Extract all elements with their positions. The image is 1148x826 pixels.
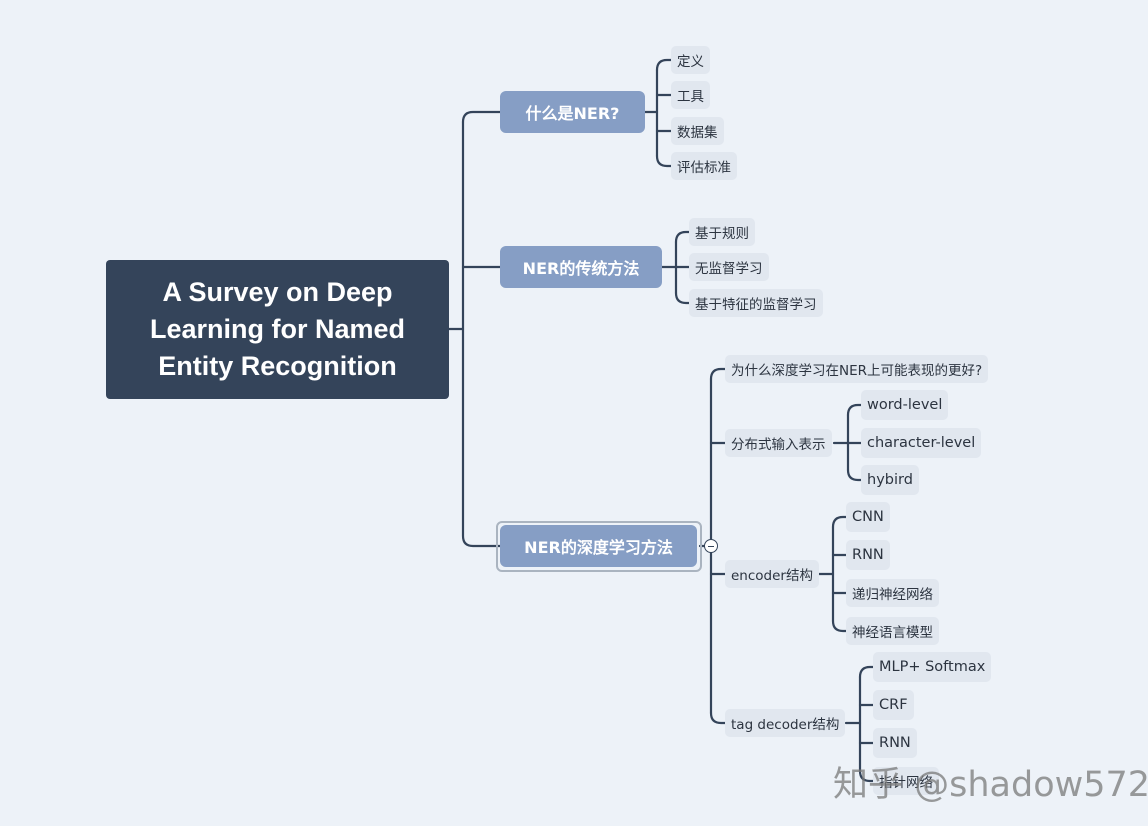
collapse-toggle-icon[interactable]: [704, 539, 718, 553]
leaf-rnn-decoder[interactable]: RNN: [873, 728, 917, 758]
branch-deep-learning-methods[interactable]: NER的深度学习方法: [500, 525, 697, 567]
leaf-rule-based[interactable]: 基于规则: [689, 218, 755, 246]
watermark: 知乎 @shadow572: [833, 765, 1148, 805]
leaf-datasets[interactable]: 数据集: [671, 117, 724, 145]
leaf-feature-supervised[interactable]: 基于特征的监督学习: [689, 289, 823, 317]
leaf-crf[interactable]: CRF: [873, 690, 914, 720]
leaf-definition[interactable]: 定义: [671, 46, 710, 74]
branch-traditional-methods[interactable]: NER的传统方法: [500, 246, 662, 288]
leaf-recursive-nn[interactable]: 递归神经网络: [846, 579, 939, 607]
leaf-unsupervised[interactable]: 无监督学习: [689, 253, 769, 281]
leaf-word-level[interactable]: word-level: [861, 390, 949, 420]
selection-frame: [496, 521, 702, 572]
branch-what-is-ner[interactable]: 什么是NER?: [500, 91, 645, 133]
subtopic-distributed-input[interactable]: 分布式输入表示: [725, 429, 832, 457]
subtopic-tag-decoder[interactable]: tag decoder结构: [725, 709, 846, 737]
leaf-mlp-softmax[interactable]: MLP+ Softmax: [873, 652, 992, 682]
leaf-cnn[interactable]: CNN: [846, 502, 890, 532]
leaf-rnn-encoder[interactable]: RNN: [846, 540, 890, 570]
leaf-character-level[interactable]: character-level: [861, 428, 982, 458]
leaf-tools[interactable]: 工具: [671, 81, 710, 109]
leaf-hybird[interactable]: hybird: [861, 465, 919, 495]
subtopic-why-deep-learning[interactable]: 为什么深度学习在NER上可能表现的更好?: [725, 355, 989, 383]
leaf-pointer-network[interactable]: 指针网络: [873, 767, 939, 795]
subtopic-encoder[interactable]: encoder结构: [725, 560, 819, 588]
leaf-neural-lm[interactable]: 神经语言模型: [846, 617, 939, 645]
root-topic[interactable]: A Survey on Deep Learning for Named Enti…: [106, 260, 449, 399]
leaf-evaluation[interactable]: 评估标准: [671, 152, 737, 180]
